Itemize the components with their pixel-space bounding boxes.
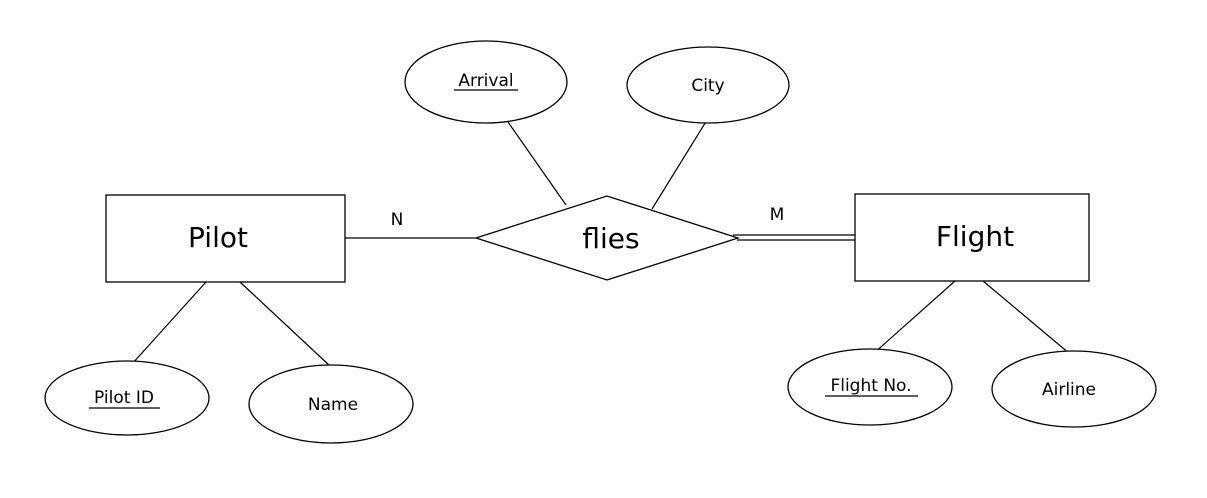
- attribute-arrival-label: Arrival: [458, 71, 513, 91]
- attribute-arrival: [404, 40, 568, 124]
- cardinality-pilot: N: [391, 210, 404, 230]
- attribute-city: [626, 46, 790, 124]
- attribute-flight-no-label: Flight No.: [830, 376, 911, 396]
- attribute-city-label: City: [691, 76, 724, 96]
- attribute-airline: [991, 350, 1157, 428]
- entity-pilot: [105, 194, 346, 283]
- attribute-flight-no: [787, 348, 953, 426]
- entity-flight: [854, 193, 1090, 282]
- line-arrival-flies: [507, 121, 567, 206]
- attribute-airline-label: Airline: [1042, 380, 1096, 400]
- line-pilot-name: [239, 281, 331, 367]
- line-pilot-pilotid: [131, 281, 207, 365]
- line-flight-flightno: [872, 280, 956, 355]
- attribute-pilot-id-label: Pilot ID: [94, 388, 154, 408]
- line-city-flies: [651, 119, 708, 210]
- attribute-pilot-id: [44, 360, 210, 436]
- cardinality-flight: M: [770, 205, 785, 225]
- entity-flight-label: Flight: [936, 220, 1014, 253]
- line-flight-airline: [982, 280, 1071, 355]
- entity-pilot-label: Pilot: [188, 221, 248, 254]
- attribute-name: [248, 364, 414, 444]
- relationship-flies-label: flies: [582, 222, 639, 255]
- relationship-flies-diamond: [473, 195, 741, 281]
- attribute-name-label: Name: [308, 395, 358, 415]
